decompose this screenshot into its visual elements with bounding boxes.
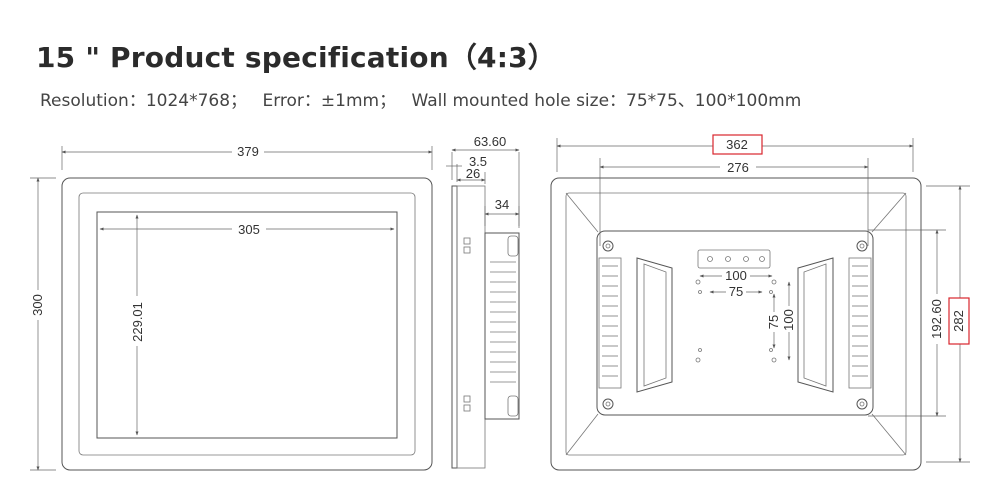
back-outer-frame — [550, 177, 922, 471]
vesa-75-h-label: 75 — [729, 284, 743, 299]
cutout-height-label: 282 — [951, 310, 966, 332]
left-vent — [598, 257, 622, 389]
side-vent-fins — [490, 261, 516, 383]
vesa-75-v-label: 75 — [766, 315, 781, 329]
display-width-label: 305 — [238, 222, 260, 237]
side-front-label: 26 — [466, 166, 480, 181]
cutout-width-box — [712, 134, 763, 155]
back-housing — [596, 230, 874, 416]
side-view: 63.60 3.5 26 34 — [446, 134, 520, 469]
back-inner-frame — [565, 192, 907, 456]
vesa-100-h-label: 100 — [725, 268, 747, 283]
hole-span-label: 276 — [727, 160, 749, 175]
side-back-label: 34 — [495, 197, 509, 212]
io-port-panel — [697, 249, 771, 269]
front-outer-bezel — [61, 177, 433, 471]
display-height-label: 229.01 — [130, 302, 145, 342]
front-width-label: 379 — [237, 144, 259, 159]
front-height-label: 300 — [30, 294, 45, 316]
spec-resolution: Resolution：1024*768； — [40, 91, 248, 111]
cutout-height-box — [948, 297, 970, 345]
right-handle — [797, 257, 834, 393]
side-back-housing — [484, 232, 520, 420]
cutout-width-label: 362 — [726, 137, 748, 152]
front-inner-bezel — [78, 192, 416, 456]
left-handle — [636, 257, 673, 393]
back-view: 100 75 75 100 362 276 282 — [550, 134, 970, 471]
spec-wall-hole: Wall mounted hole size：75*75、100*100mm — [411, 91, 802, 111]
page-title: 15 " Product specification（4:3） — [36, 41, 557, 74]
side-bezel-label: 3.5 — [469, 154, 487, 169]
spec-error: Error：±1mm； — [262, 91, 397, 111]
front-display-area — [96, 211, 398, 439]
right-vent — [848, 257, 872, 389]
side-front-panel — [451, 185, 458, 469]
mounting-screw-icons — [602, 240, 868, 410]
side-depth-label: 63.60 — [474, 134, 507, 149]
hole-height-label: 192.60 — [929, 299, 944, 339]
vesa-100-v-label: 100 — [781, 309, 796, 331]
spec-line: Resolution：1024*768； Error：±1mm； Wall mo… — [40, 86, 811, 111]
front-view: 379 300 305 229.01 — [29, 144, 433, 471]
